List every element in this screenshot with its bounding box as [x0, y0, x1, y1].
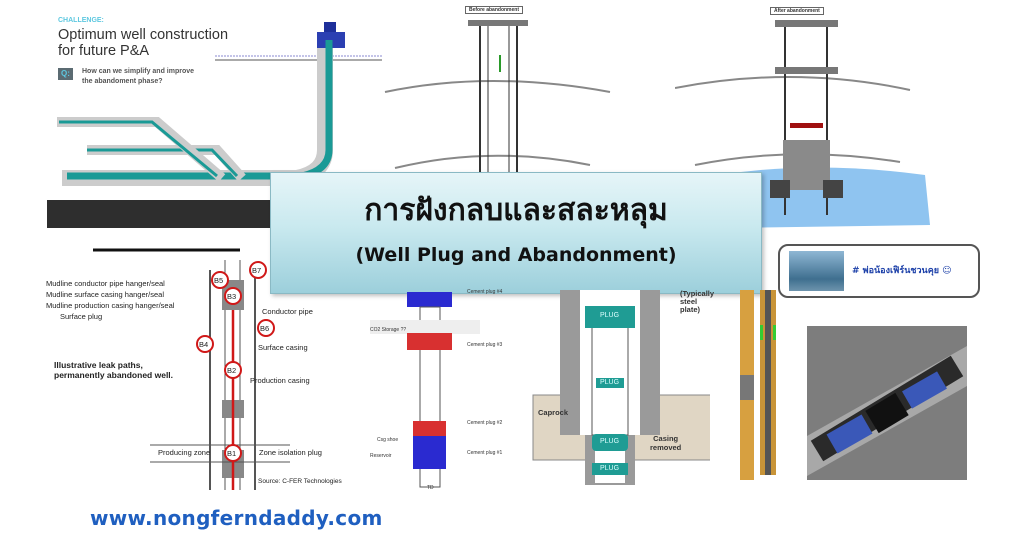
plug-diagram: [532, 290, 710, 485]
title-thai: การฝังกลบและสละหลุม: [364, 193, 668, 228]
challenge-title-line1: Optimum well construction: [58, 27, 229, 43]
link-text[interactable]: # พ่อน้องเฟิร์นชวนคุย ☺: [852, 266, 952, 276]
caprock-label: Caprock: [538, 408, 569, 417]
label-surface-plug: Surface plug: [60, 312, 103, 321]
casing-removed-label: Casing removed: [650, 434, 681, 452]
after-abandonment-heading: After abandonment: [770, 7, 824, 15]
packer-tool-photo: [807, 326, 967, 480]
cement-plug-2: Cement plug #2: [467, 420, 503, 426]
plug-diagram-panel: PLUG PLUG PLUG PLUG (Typically steel pla…: [525, 290, 714, 490]
caption-line2: permanently abandoned well.: [54, 370, 174, 380]
before-abandonment-diagram: [384, 20, 611, 172]
cement-plug-3: Cement plug #3: [467, 342, 503, 348]
downhole-tools-image: [740, 290, 776, 480]
before-abandonment-panel: Before abandonment: [380, 0, 675, 172]
td: TD: [427, 485, 434, 491]
before-abandonment-heading: Before abandonment: [465, 6, 524, 14]
cement-plugs-panel: Cement plug #4 Cement plug #3 Cement plu…: [365, 285, 515, 495]
plug-2: PLUG: [600, 379, 620, 386]
multilateral-well-diagram: [47, 22, 382, 228]
marker-b2: B2: [227, 366, 237, 375]
cement-plug-4: Cement plug #4: [467, 289, 503, 295]
marker-b5: B5: [214, 276, 224, 285]
plug-4: PLUG: [600, 465, 620, 472]
after-abandonment-diagram: [675, 20, 930, 228]
facebook-page-link[interactable]: # พ่อน้องเฟิร์นชวนคุย ☺: [778, 244, 980, 298]
q-badge: Q:: [58, 68, 73, 80]
challenge-title: Optimum well construction for future P&A: [58, 27, 228, 59]
challenge-question: How can we simplify and improve the aban…: [82, 67, 194, 87]
leak-paths-panel: B1 B2 B3 B4 B5 B6 B7 Mudline conductor p…: [40, 240, 360, 498]
title-banner: การฝังกลบและสละหลุม (Well Plug and Aband…: [270, 172, 762, 294]
marker-b7: B7: [252, 266, 262, 275]
plug-3: PLUG: [600, 438, 620, 445]
label-production-hanger: Mudline production casing hanger/seal: [46, 301, 175, 310]
label-conductor-pipe: Conductor pipe: [262, 307, 313, 316]
marker-b3: B3: [227, 292, 237, 301]
csg-shoe: Csg shoe: [377, 437, 399, 443]
casing-removed-line2: removed: [650, 443, 682, 452]
label-production-casing: Production casing: [250, 376, 310, 385]
offshore-platform-thumbnail: [789, 251, 844, 291]
marker-b1: B1: [227, 449, 237, 458]
caption-line1: Illustrative leak paths,: [54, 360, 143, 370]
challenge-title-line2: for future P&A: [58, 43, 150, 59]
after-abandonment-panel: After abandonment: [675, 0, 1005, 232]
marker-b6: B6: [260, 324, 270, 333]
source-credit: Source: C-FER Technologies: [258, 478, 342, 485]
website-url[interactable]: www.nongferndaddy.com: [90, 506, 383, 530]
casing-removed-line1: Casing: [653, 434, 679, 443]
label-zone-isolation-plug: Zone isolation plug: [259, 448, 322, 457]
label-surface-casing: Surface casing: [258, 343, 308, 352]
cement-plug-1: Cement plug #1: [467, 450, 503, 456]
steel-plate-note: (Typically steel plate): [680, 290, 714, 314]
marker-b4: B4: [199, 340, 209, 349]
challenge-kicker: CHALLENGE:: [58, 17, 104, 24]
plug-1: PLUG: [600, 312, 620, 319]
leak-paths-diagram: [93, 248, 290, 490]
question-line1: How can we simplify and improve: [82, 68, 195, 75]
label-surface-hanger: Mudline surface casing hanger/seal: [46, 290, 164, 299]
label-conductor-hanger: Mudline conductor pipe hanger/seal: [46, 279, 165, 288]
note-line1: (Typically: [680, 289, 715, 298]
cement-plugs-diagram: [370, 292, 480, 488]
title-english: (Well Plug and Abandonment): [355, 244, 677, 266]
leak-caption: Illustrative leak paths, permanently aba…: [54, 360, 173, 380]
co2-storage: CO2 Storage ??: [370, 327, 407, 333]
reservoir: Reservoir: [370, 453, 392, 459]
question-line2: the abandoment phase?: [82, 78, 163, 85]
label-producing-zone: Producing zone: [158, 448, 211, 457]
note-line2: steel plate): [680, 297, 701, 314]
challenge-panel: CHALLENGE: Optimum well construction for…: [47, 0, 382, 228]
